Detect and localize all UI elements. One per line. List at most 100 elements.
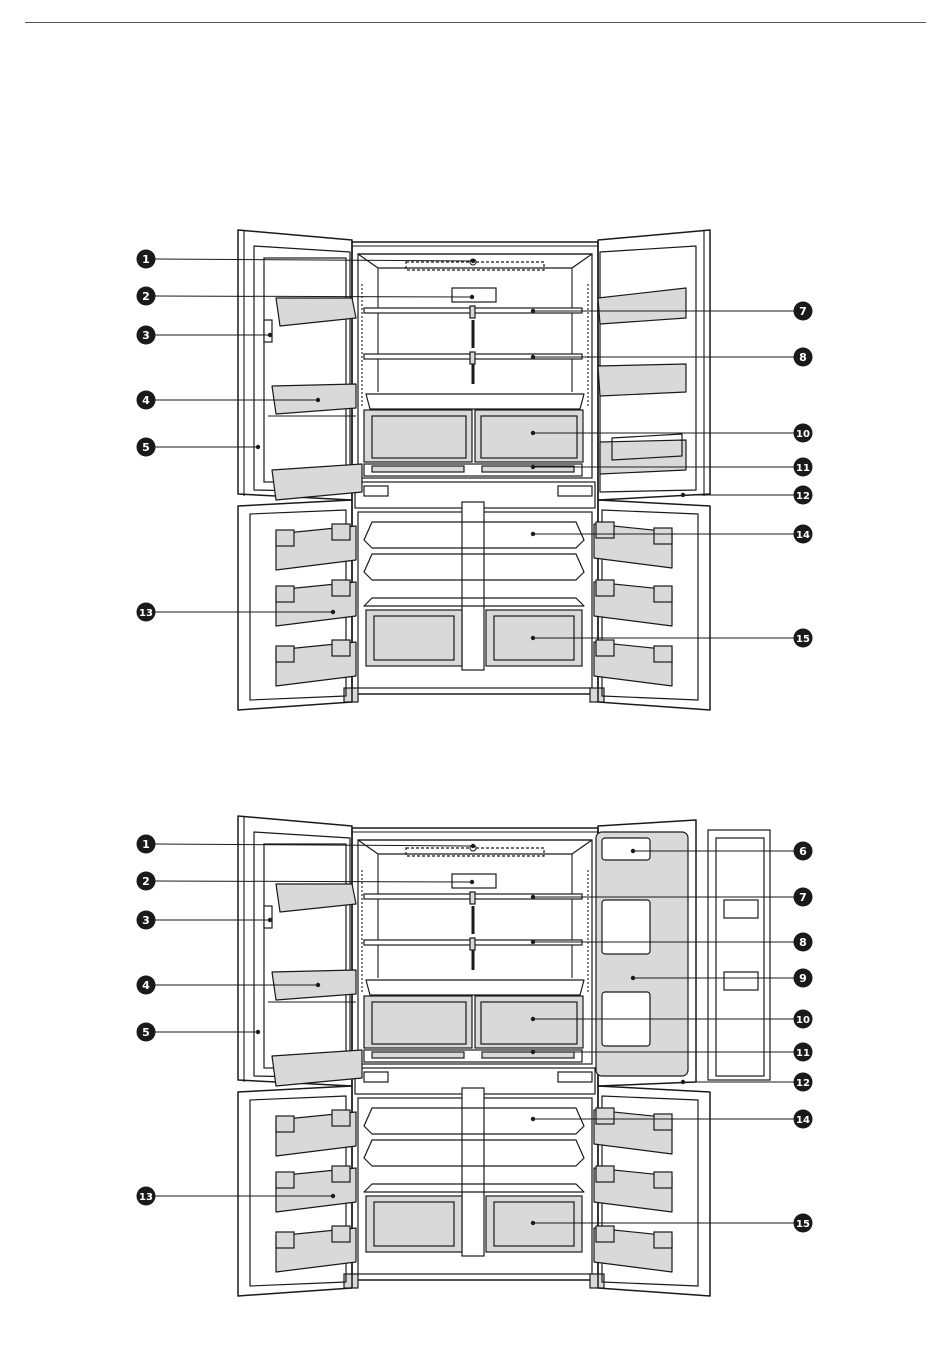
leader-dot [256,1030,260,1034]
drawer-right [475,996,583,1048]
door-bin-tab-r-2 [654,1172,672,1188]
door-bin-tab-l-3 [596,640,614,656]
door-bin-tab-l-2 [276,586,294,602]
leader-dot [268,333,272,337]
door-bin-tab-r-1 [654,528,672,544]
door-bin-tab-l-2 [596,1166,614,1182]
callout-number: 3 [142,914,150,927]
callout-number: 14 [796,530,810,541]
leader-dot [331,1194,335,1198]
door-in-door-window [602,838,650,860]
leader-dot [471,844,475,848]
callout-number: 12 [796,491,810,502]
door-bin-lower [272,464,362,500]
leader-line [155,259,473,261]
leader-dot [531,636,535,640]
callout-number: 9 [799,972,807,985]
hinge-right [558,1072,592,1082]
leader-dot [531,1050,535,1054]
callout-number: 1 [142,253,150,266]
refrigerator-diagram-bottom: 123451367891011121415 [0,810,950,1310]
freezer-compartment [344,1088,604,1288]
callout-number: 8 [799,351,807,364]
door-bin-lower [272,1050,362,1086]
callout-number: 11 [796,1048,810,1059]
callout-number: 12 [796,1078,810,1089]
lower-left-door [238,500,356,710]
shelf-clip-2 [470,938,475,950]
door-liner [254,832,350,1078]
callout-number: 15 [796,1219,810,1230]
rear-panel [452,874,496,888]
door-bin-upper [276,884,356,912]
callout-12: 12 [681,486,813,505]
upper-left-door [238,816,362,1086]
door-bin-tab-l-1 [596,1108,614,1124]
door-bin-tab-l-3 [596,1226,614,1242]
door-bin-tab-r-1 [332,524,350,540]
bottom-drawer-left [372,466,464,472]
door-bin-tab-r-3 [332,640,350,656]
leader-dot [531,1017,535,1021]
callout-number: 4 [142,394,150,407]
lower-left-door [238,1086,356,1296]
leader-dot [316,398,320,402]
callout-1: 1 [137,250,476,269]
callout-number: 15 [796,634,810,645]
callout-number: 5 [142,441,150,454]
door-in-door-slot-1 [602,900,650,954]
door-bin-tab-l-3 [276,1232,294,1248]
leader-dot [531,532,535,536]
callout-number: 10 [796,1015,810,1026]
door-outline [238,816,352,1086]
door-bin-tab-l-1 [276,530,294,546]
upper-right-door [598,230,710,500]
door-bin-tab-l-2 [276,1172,294,1188]
drawer-cover [366,980,584,995]
shelf-clip-1 [470,306,475,318]
lower-right-door [594,500,710,710]
door-bin-tab-r-2 [332,580,350,596]
lower-right-door [594,1086,710,1296]
outer-door-pocket-1 [724,900,758,918]
callout-number: 2 [142,290,150,303]
leader-dot [681,493,685,497]
leader-dot [531,465,535,469]
callout-number: 4 [142,979,150,992]
center-divider [462,502,484,670]
shelf-clip-2 [470,352,475,364]
leader-dot [268,918,272,922]
door-bin-tab-r-1 [654,1114,672,1130]
door-bin-tab-r-3 [332,1226,350,1242]
door-bin-tab-l-2 [596,580,614,596]
callout-8: 8 [531,348,813,367]
freezer-drawer-left [366,1196,462,1252]
drawer-left [364,410,472,462]
header-rule [25,22,926,23]
callout-number: 14 [796,1115,810,1126]
hinge-right [558,486,592,496]
shelf-clip-1 [470,892,475,904]
leader-dot [531,895,535,899]
door-inner-panel [264,844,346,1068]
leader-dot [531,940,535,944]
hinge-left [364,1072,388,1082]
leader-dot [531,355,535,359]
leader-dot [531,309,535,313]
freezer-drawer-left [366,610,462,666]
outer-door-outline [708,830,770,1080]
drawer-cover [366,394,584,409]
door-bin-tab-r-3 [654,1232,672,1248]
door-bin-tab-l-1 [596,522,614,538]
drawer-left [364,996,472,1048]
callout-number: 11 [796,463,810,474]
door-liner [254,246,350,492]
callout-number: 2 [142,875,150,888]
door-outline [238,230,352,500]
door-bin-middle [598,364,686,396]
hinge-left [364,486,388,496]
callout-number: 5 [142,1026,150,1039]
door-bin-tab-r-2 [332,1166,350,1182]
